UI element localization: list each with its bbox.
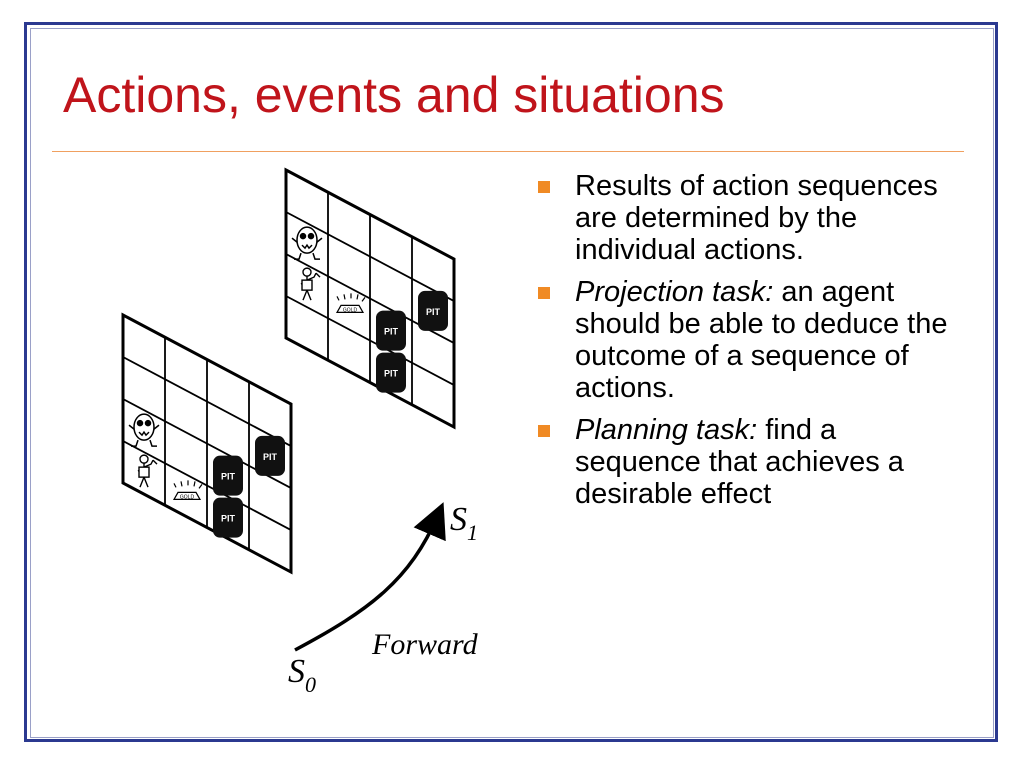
bullet-text: Results of action sequences are determin… [575, 170, 938, 266]
bullet-item: Planning task: find a sequence that achi… [538, 414, 948, 510]
bullet-term: Projection task: [575, 276, 774, 308]
square-bullet-icon [538, 181, 550, 193]
forward-label: Forward [371, 628, 479, 661]
slide-title: Actions, events and situations [63, 67, 725, 123]
pit-icon [418, 290, 448, 331]
pit-icon [255, 435, 285, 476]
bullet-item: Results of action sequences are determin… [538, 170, 948, 266]
pit-icon [213, 455, 243, 496]
bullet-item: Projection task: an agent should be able… [538, 276, 948, 404]
grid-line [285, 295, 455, 386]
bullet-term: Planning task: [575, 414, 758, 446]
square-bullet-icon [538, 425, 550, 437]
grid-line [122, 440, 292, 531]
title-divider [52, 151, 964, 152]
square-bullet-icon [538, 287, 550, 299]
pit-icon [376, 352, 406, 393]
bullet-list: Results of action sequences are determin… [538, 170, 948, 520]
grid-s1 [284, 167, 456, 430]
grid-s0 [121, 312, 293, 575]
state-label-s1: S1 [450, 501, 478, 545]
pit-icon [376, 310, 406, 351]
wumpus-world-diagram: PIT GOLD Forward S0 S1 [121, 167, 479, 697]
state-label-s0: S0 [288, 653, 316, 697]
forward-arrow [294, 502, 446, 652]
bullet-text: find a sequence that achieves a desirabl… [575, 414, 904, 510]
pit-icon [213, 497, 243, 538]
slide-frame [24, 22, 998, 742]
bullet-text: an agent should be able to deduce the ou… [575, 276, 948, 404]
